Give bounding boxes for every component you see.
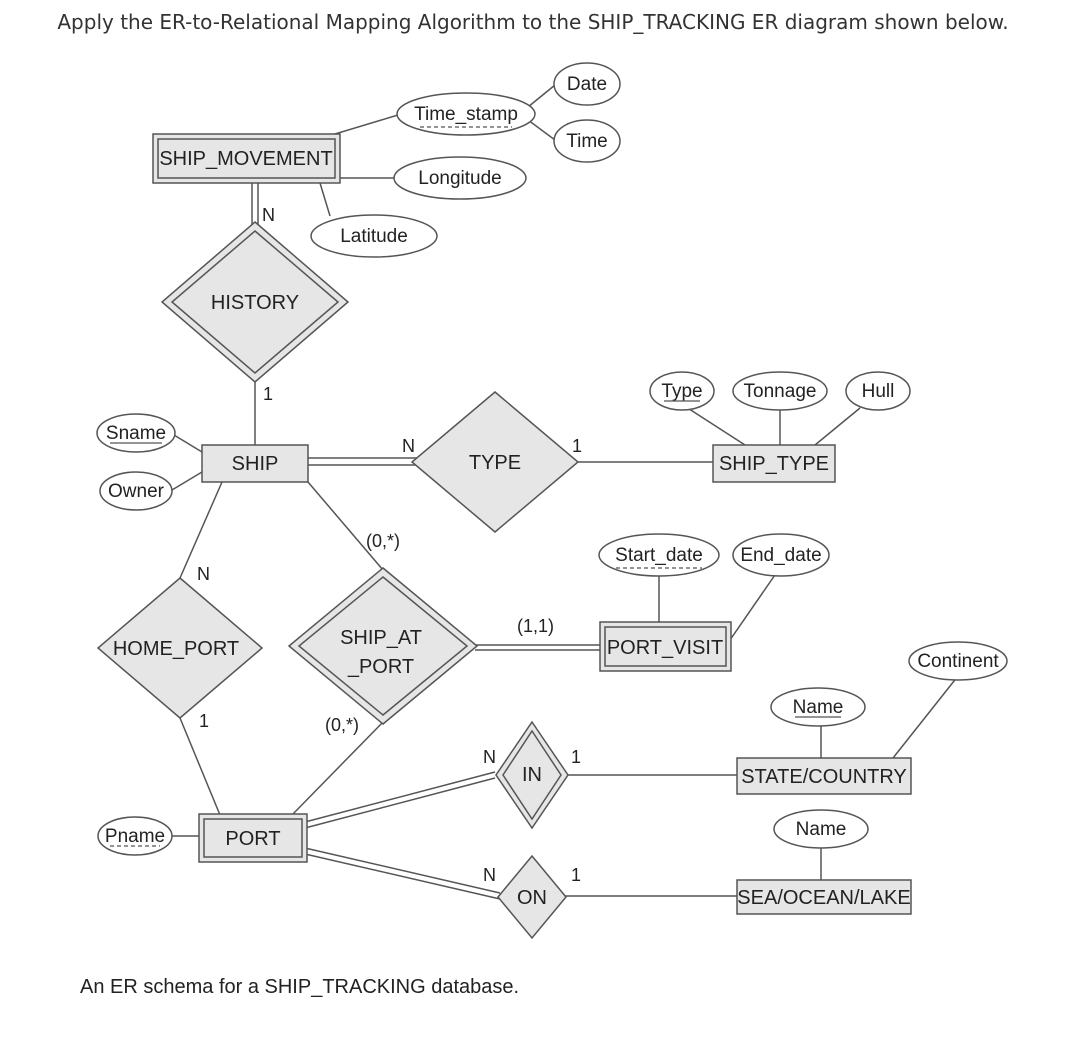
svg-text:Latitude: Latitude [340,226,408,247]
svg-text:SHIP_TYPE: SHIP_TYPE [719,453,829,475]
card-on-sea: 1 [571,865,581,885]
svg-text:Time_stamp: Time_stamp [414,104,518,125]
attribute-date: Date [553,62,621,106]
svg-text:_PORT: _PORT [347,656,414,678]
relationship-home-port: HOME_PORT [96,577,264,719]
entity-ship-movement: SHIP_MOVEMENT [152,133,341,184]
relationship-type: TYPE [410,391,580,533]
svg-text:Start_date: Start_date [615,545,703,566]
card-ship-at-port-visit: (1,1) [517,616,554,636]
svg-text:IN: IN [522,764,542,786]
svg-text:End_date: End_date [740,545,821,566]
svg-text:Name: Name [793,697,844,718]
card-ship-at-port-ship: (0,*) [366,531,400,551]
svg-text:Owner: Owner [108,481,165,502]
card-in-port: N [483,747,496,767]
card-history-ship: 1 [263,384,273,404]
svg-text:ON: ON [517,887,547,909]
svg-text:SHIP_AT: SHIP_AT [340,627,422,649]
attribute-time-stamp: Time_stamp [396,92,536,136]
attribute-end-date: End_date [732,533,830,577]
svg-text:Pname: Pname [105,826,165,847]
entity-ship-type: SHIP_TYPE [712,444,836,483]
card-home-port-ship: N [197,564,210,584]
svg-text:SEA/OCEAN/LAKE: SEA/OCEAN/LAKE [737,887,910,909]
svg-text:Continent: Continent [917,651,999,672]
cardinality-labels: N 1 N 1 N 1 (0,*) (0,*) (1,1) N 1 N 1 [197,205,582,885]
svg-text:STATE/COUNTRY: STATE/COUNTRY [741,766,907,788]
attribute-continent: Continent [908,641,1008,681]
svg-text:PORT: PORT [225,828,280,850]
card-in-state: 1 [571,747,581,767]
attribute-hull: Hull [845,371,911,411]
relationship-history: HISTORY [160,221,350,383]
entity-port-visit: PORT_VISIT [599,621,732,672]
attribute-time: Time [553,119,621,163]
entity-sea-ocean-lake: SEA/OCEAN/LAKE [736,879,912,915]
attribute-owner: Owner [99,471,173,511]
attribute-tonnage: Tonnage [732,371,828,411]
svg-text:Type: Type [661,381,702,402]
card-type-ship: N [402,436,415,456]
svg-text:HISTORY: HISTORY [211,292,299,314]
svg-text:Hull: Hull [862,381,895,402]
figure-caption: An ER schema for a SHIP_TRACKING databas… [80,976,519,998]
relationship-on: ON [497,854,567,940]
svg-text:Date: Date [567,74,607,95]
svg-text:Sname: Sname [106,423,166,444]
card-ship-at-port-port: (0,*) [325,715,359,735]
card-on-port: N [483,865,496,885]
relationship-in: IN [495,720,569,830]
entity-state-country: STATE/COUNTRY [736,757,912,795]
attribute-sname: Sname [96,413,176,453]
entity-port: PORT [198,813,308,863]
attribute-pname: Pname [97,816,173,856]
svg-text:HOME_PORT: HOME_PORT [113,638,239,660]
card-history-ship-movement: N [262,205,275,225]
svg-text:Tonnage: Tonnage [744,381,817,402]
svg-text:Longitude: Longitude [418,168,501,189]
attribute-state-name: Name [770,687,866,727]
svg-text:SHIP: SHIP [232,453,279,475]
connector-lines [171,84,959,900]
svg-text:TYPE: TYPE [469,452,521,474]
svg-text:Name: Name [796,819,847,840]
svg-text:Time: Time [566,131,608,152]
card-home-port-port: 1 [199,711,209,731]
attribute-sea-name: Name [773,809,869,849]
card-type-ship-type: 1 [572,436,582,456]
svg-text:SHIP_MOVEMENT: SHIP_MOVEMENT [159,148,332,170]
attribute-latitude: Latitude [310,214,438,258]
attribute-type: Type [649,371,715,411]
relationship-ship-at-port: SHIP_AT _PORT [287,567,479,725]
svg-text:PORT_VISIT: PORT_VISIT [607,637,723,659]
attribute-start-date: Start_date [598,533,720,577]
attribute-longitude: Longitude [393,156,527,200]
entity-ship: SHIP [201,444,309,483]
question-prompt: Apply the ER-to-Relational Mapping Algor… [57,10,1009,34]
